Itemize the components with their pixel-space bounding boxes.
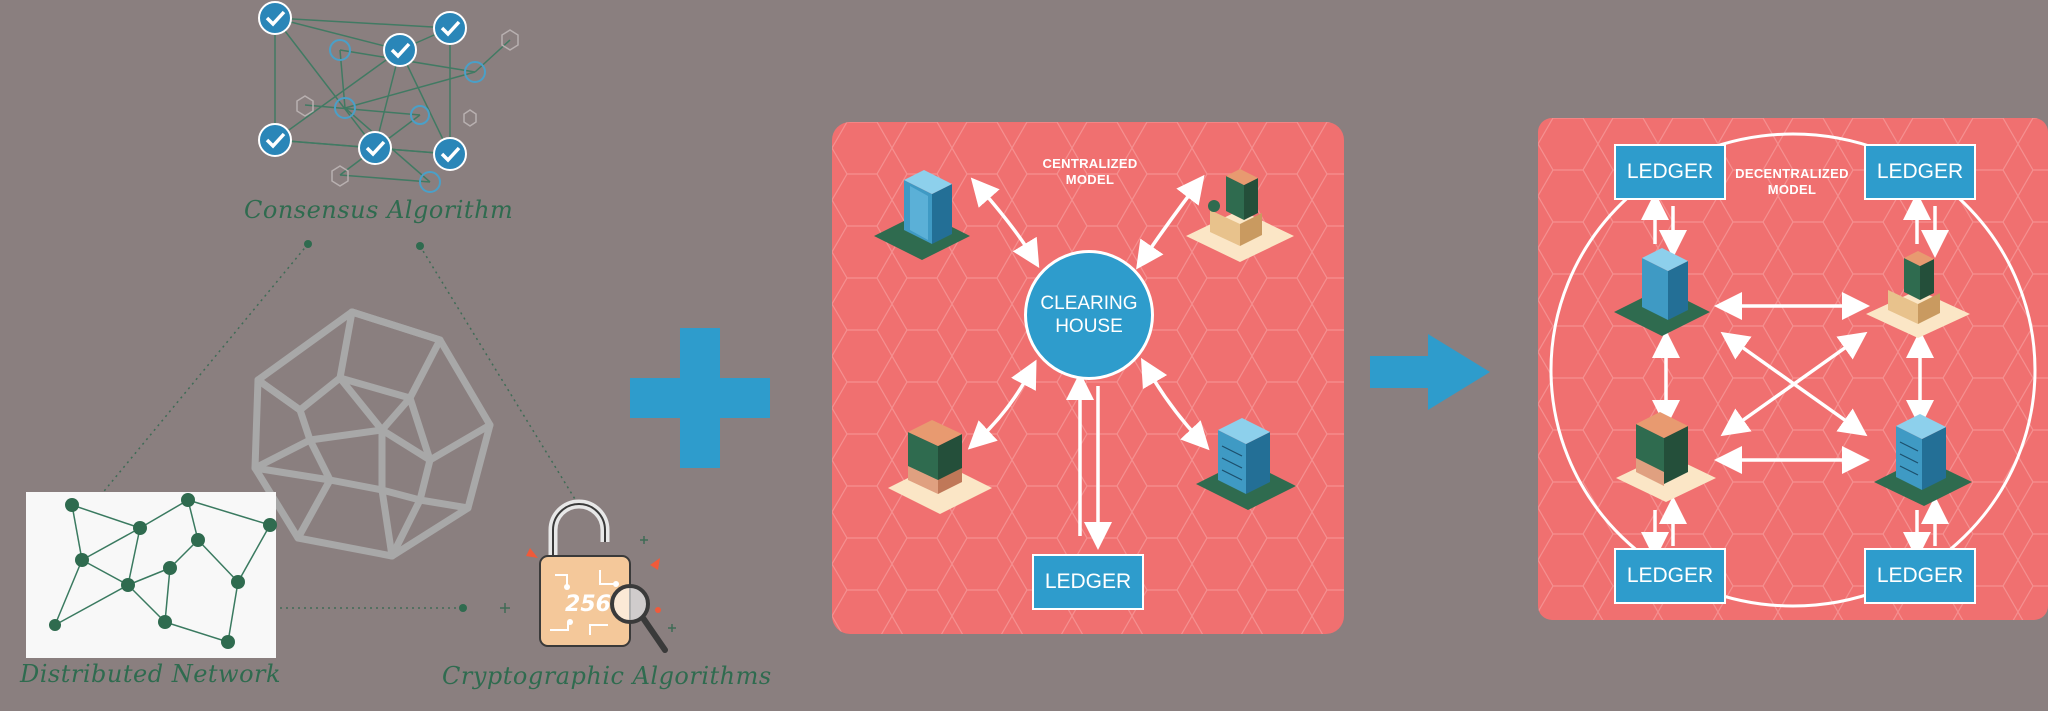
consensus-caption: Consensus Algorithm bbox=[244, 196, 514, 224]
plus-icon bbox=[630, 328, 770, 468]
building-icon bbox=[874, 170, 970, 260]
check-icon bbox=[258, 1, 292, 35]
hub-arrows bbox=[967, 174, 1210, 550]
ledger-top-left: LEDGER bbox=[1614, 144, 1726, 200]
consensus-network bbox=[258, 1, 519, 193]
distributed-caption: Distributed Network bbox=[20, 660, 282, 688]
ledger-bottom-right: LEDGER bbox=[1864, 548, 1976, 604]
check-icon bbox=[433, 11, 467, 45]
check-nodes bbox=[258, 1, 467, 171]
decentralized-title: DECENTRALIZED MODEL bbox=[1735, 166, 1849, 197]
magnifier-icon bbox=[610, 584, 668, 653]
building-icon bbox=[888, 420, 992, 514]
centralized-title: CENTRALIZED MODEL bbox=[1042, 156, 1138, 187]
check-icon bbox=[258, 123, 292, 157]
peer-arrows bbox=[1641, 192, 1949, 560]
ledger-top-right: LEDGER bbox=[1864, 144, 1976, 200]
check-icon bbox=[383, 33, 417, 67]
polyhedron-icon bbox=[251, 308, 494, 560]
check-icon bbox=[358, 131, 392, 165]
cryptographic-caption: Cryptographic Algorithms bbox=[442, 662, 772, 690]
building-icon bbox=[1196, 418, 1296, 510]
ledger-bottom-left: LEDGER bbox=[1614, 548, 1726, 604]
building-icon bbox=[1866, 251, 1970, 338]
clearing-house-node: CLEARING HOUSE bbox=[1024, 250, 1154, 380]
lock-number: 256 bbox=[565, 592, 611, 617]
right-arrow-icon bbox=[1370, 334, 1490, 410]
dotted-connectors bbox=[99, 243, 579, 609]
check-icon bbox=[433, 137, 467, 171]
padlock-icon bbox=[500, 499, 676, 653]
building-icon bbox=[1614, 248, 1710, 336]
building-icon bbox=[1186, 169, 1294, 262]
building-icon bbox=[1616, 412, 1716, 502]
distributed-network-card bbox=[26, 492, 277, 658]
building-icon bbox=[1874, 414, 1972, 506]
central-ledger: LEDGER bbox=[1032, 554, 1144, 610]
